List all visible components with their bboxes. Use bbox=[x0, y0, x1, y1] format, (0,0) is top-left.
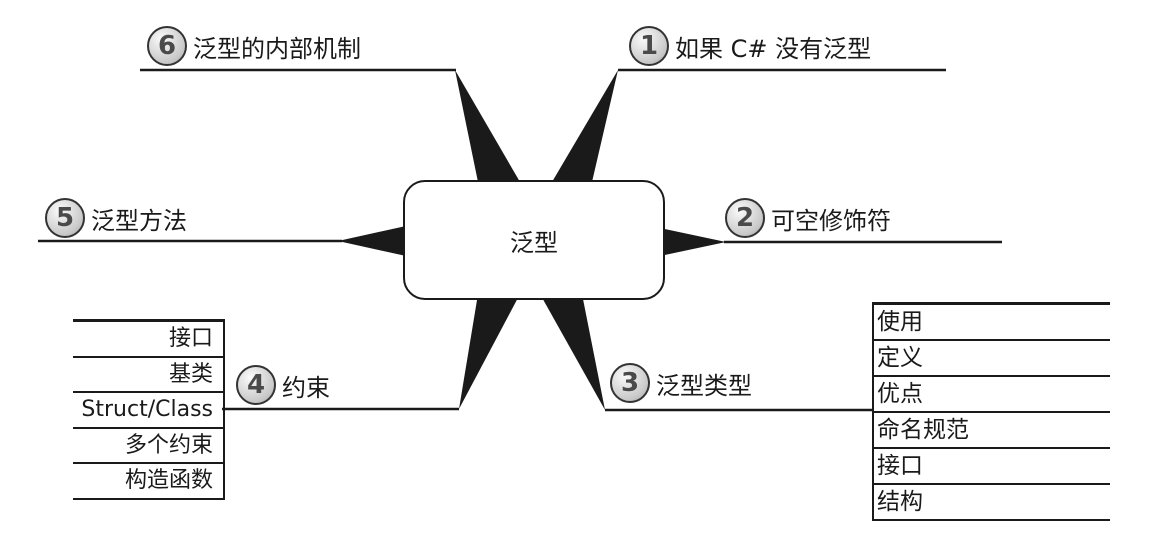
branch-6: 6 泛型的内部机制 bbox=[147, 26, 361, 66]
list-item: 使用 bbox=[874, 305, 1110, 341]
list-item: 命名规范 bbox=[874, 413, 1110, 449]
number-badge: 4 bbox=[236, 365, 276, 405]
list-item: Struct/Class bbox=[73, 393, 223, 429]
number-badge: 2 bbox=[725, 198, 765, 238]
list-item: 结构 bbox=[874, 485, 1110, 521]
branch-3-children: 使用 定义 优点 命名规范 接口 结构 bbox=[872, 302, 1110, 521]
list-item: 接口 bbox=[73, 322, 223, 358]
branch-5-spike bbox=[338, 226, 406, 256]
number-badge: 6 bbox=[147, 26, 187, 66]
branch-label: 约束 bbox=[282, 373, 330, 402]
branch-3-spike bbox=[540, 294, 605, 410]
branch-2-spike bbox=[660, 228, 726, 256]
branch-label: 可空修饰符 bbox=[771, 206, 891, 235]
number-badge: 1 bbox=[629, 26, 669, 66]
branch-4-children: 接口 基类 Struct/Class 多个约束 构造函数 bbox=[73, 319, 225, 500]
branch-2: 2 可空修饰符 bbox=[725, 198, 891, 238]
number-badge: 3 bbox=[610, 363, 650, 403]
list-item: 定义 bbox=[874, 341, 1110, 377]
branch-label: 泛型方法 bbox=[91, 206, 187, 235]
branch-3: 3 泛型类型 bbox=[610, 363, 752, 403]
branch-4-spike bbox=[459, 294, 520, 409]
central-topic: 泛型 bbox=[403, 180, 665, 300]
list-item: 多个约束 bbox=[73, 429, 223, 464]
branch-label: 泛型的内部机制 bbox=[193, 34, 361, 63]
list-item: 基类 bbox=[73, 358, 223, 393]
branch-label: 如果 C# 没有泛型 bbox=[675, 34, 872, 63]
branch-1: 1 如果 C# 没有泛型 bbox=[629, 26, 871, 66]
branch-6-spike bbox=[455, 70, 520, 182]
list-item: 构造函数 bbox=[73, 464, 223, 500]
branch-label: 泛型类型 bbox=[656, 371, 752, 400]
branch-4: 4 约束 bbox=[236, 365, 330, 405]
list-item: 接口 bbox=[874, 449, 1110, 485]
branch-1-spike bbox=[552, 70, 618, 182]
list-item: 优点 bbox=[874, 377, 1110, 413]
branch-5: 5 泛型方法 bbox=[45, 198, 187, 238]
number-badge: 5 bbox=[45, 198, 85, 238]
